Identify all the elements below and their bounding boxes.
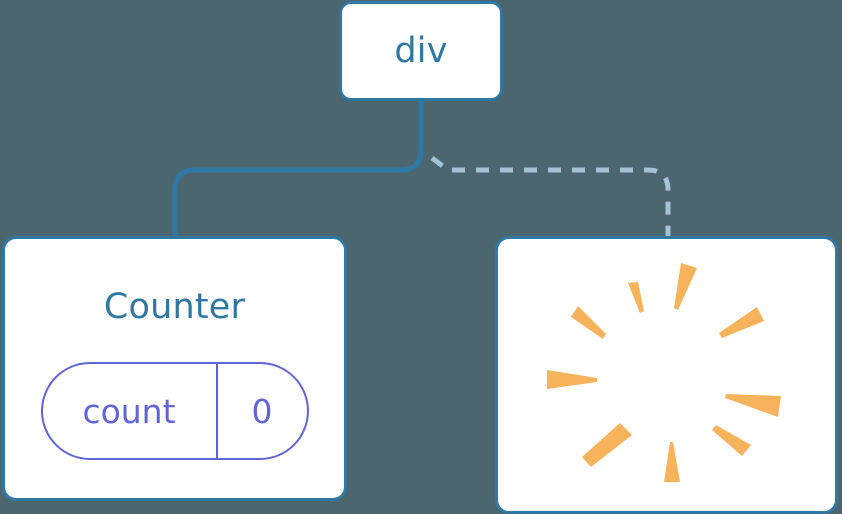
div-node[interactable]: div [339,1,503,101]
rerender-highlight-node[interactable] [495,236,838,514]
edge-div-to-rerendered [430,156,671,237]
edge-div-to-counter [172,101,424,237]
counter-node-label: Counter [103,287,246,327]
burst-rays-icon [547,263,781,482]
state-key-label: count [82,391,176,431]
counter-node[interactable]: Counter count 0 [2,236,347,501]
counter-state-pill[interactable]: count 0 [40,362,309,460]
div-node-label: div [394,30,448,71]
state-value-label: 0 [215,364,307,458]
